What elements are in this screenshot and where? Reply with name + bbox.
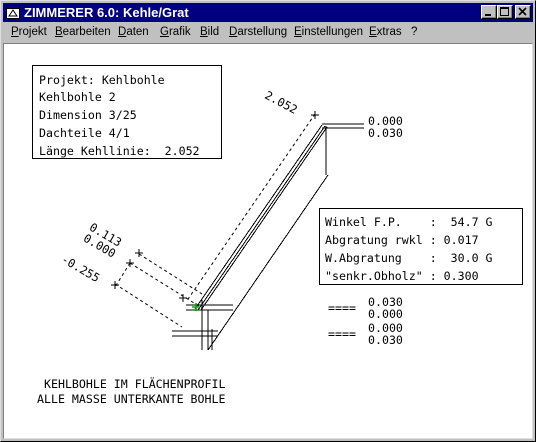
dim-dashed [185, 113, 316, 303]
dim-lower-a1: 0.030 [368, 295, 403, 309]
maximize-icon [500, 7, 509, 16]
angle-info-box: Winkel F.P. : 54.7 G Abgratung rwkl : 0.… [319, 208, 523, 285]
beam-name-line: Kehlbohle 2 [39, 90, 116, 104]
bevel-rwkl-line: Abgratung rwkl : 0.017 [325, 233, 479, 247]
title-bar[interactable]: ZIMMERER 6.0: Kehle/Grat [3, 3, 533, 22]
bevel-angle-line: W.Abgratung : 30.0 G [325, 251, 493, 265]
menu-grafik[interactable]: Grafik [160, 26, 191, 38]
cross-marker [135, 249, 143, 257]
roof-parts-line: Dachteile 4/1 [39, 126, 130, 140]
beam-line [197, 125, 326, 311]
maximize-button[interactable] [497, 5, 513, 19]
caption-line-2: ALLE MASSE UNTERKANTE BOHLE [37, 392, 226, 406]
beam-line [194, 124, 323, 310]
menu-daten[interactable]: Daten [118, 26, 149, 38]
menu-bearbeiten[interactable]: Bearbeiten [55, 26, 111, 38]
close-button[interactable] [515, 5, 531, 19]
dim-lower-b1: 0.000 [368, 321, 403, 335]
menu-extras[interactable]: Extras [369, 26, 402, 38]
minimize-button[interactable] [481, 5, 497, 19]
beam-line [200, 126, 328, 311]
menu-darstellung[interactable]: Darstellung [229, 26, 288, 38]
dim-dashed [114, 283, 183, 328]
cross-marker [126, 259, 134, 267]
cross-marker [311, 111, 319, 119]
minimize-icon [485, 14, 491, 16]
menu-help[interactable]: ? [411, 26, 418, 38]
menu-bild[interactable]: Bild [200, 26, 220, 38]
dim-top-right-b: 0.030 [368, 126, 403, 140]
valley-length-line: Länge Kehllinie: 2.052 [39, 144, 200, 158]
dim-dashed [138, 253, 203, 295]
caption-line-1: KEHLBOHLE IM FLÄCHENPROFIL [44, 377, 226, 391]
close-icon [518, 7, 527, 16]
dim-top-right-a: 0.000 [368, 114, 403, 128]
dim-lower-a-prefix: ==== [328, 301, 356, 315]
angle-fp-line: Winkel F.P. : 54.7 G [325, 215, 493, 229]
project-name-line: Projekt: Kehlbohle [39, 73, 165, 87]
dim-lower-a2: 0.000 [368, 307, 403, 321]
dim-lower-b2: 0.030 [368, 333, 403, 347]
dimension-line: Dimension 3/25 [39, 108, 137, 122]
dim-lower-b-prefix: ==== [328, 327, 356, 341]
dim-dashed [114, 262, 131, 288]
green-marker [192, 303, 200, 311]
project-info-box: Projekt: Kehlbohle Kehlbohle 2 Dimension… [32, 65, 222, 159]
kehlbohle-drawing [111, 111, 364, 351]
menu-bar: Projekt Bearbeiten Daten Grafik Bild Dar… [3, 23, 533, 42]
drawing-canvas[interactable]: Projekt: Kehlbohle Kehlbohle 2 Dimension… [3, 43, 533, 439]
vertical-obholz-line: "senkr.Obholz" : 0.300 [325, 269, 479, 283]
window-title: ZIMMERER 6.0: Kehle/Grat [24, 5, 189, 20]
menu-projekt[interactable]: Projekt [11, 26, 47, 38]
cross-marker [179, 294, 187, 302]
app-icon[interactable] [6, 5, 20, 19]
cross-marker [111, 281, 119, 289]
menu-einstellungen[interactable]: Einstellungen [294, 26, 364, 38]
beam-line [207, 174, 329, 351]
dim-dashed [129, 262, 203, 309]
